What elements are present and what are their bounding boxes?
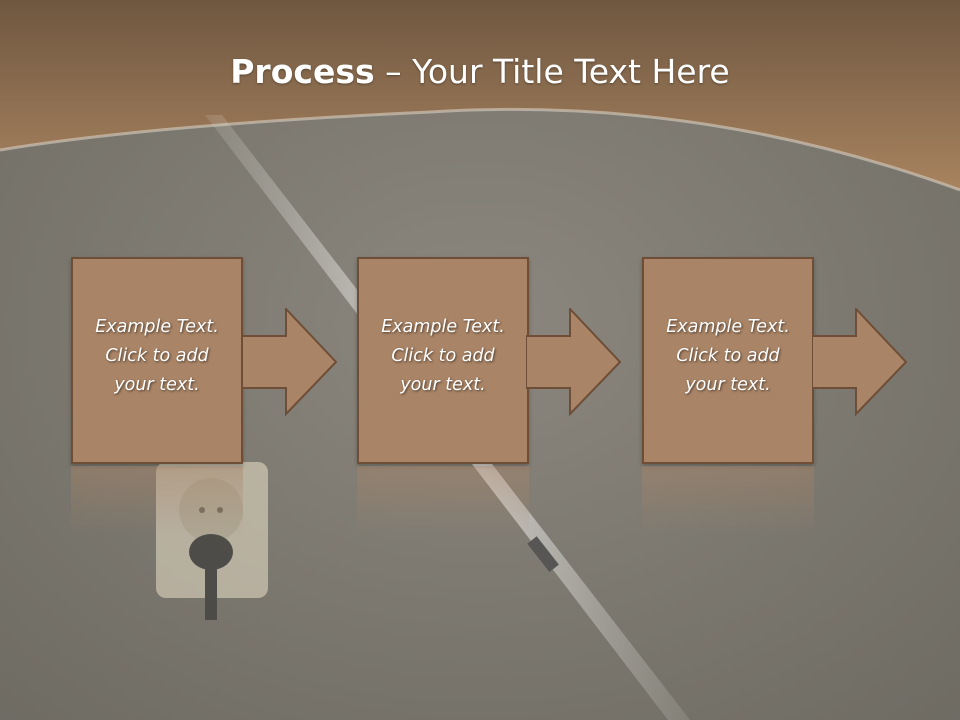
slide-title[interactable]: Process – Your Title Text Here [0, 52, 960, 91]
arrow-right-icon [812, 308, 908, 416]
step-text[interactable]: Example Text. Click to add your text. [666, 317, 790, 395]
process-step-1[interactable]: Example Text. Click to add your text. [71, 257, 243, 536]
step-reflection [71, 466, 243, 536]
step-text[interactable]: Example Text. Click to add your text. [381, 317, 505, 395]
process-step-3[interactable]: Example Text. Click to add your text. [642, 257, 814, 536]
step-reflection [357, 466, 529, 536]
step-text[interactable]: Example Text. Click to add your text. [95, 317, 219, 395]
arrow-right-icon [526, 308, 622, 416]
step-reflection [642, 466, 814, 536]
power-outlet-image [156, 462, 268, 620]
title-rest: – Your Title Text Here [374, 52, 730, 91]
title-bold: Process [230, 52, 375, 91]
arrow-right-icon [242, 308, 338, 416]
process-step-2[interactable]: Example Text. Click to add your text. [357, 257, 529, 536]
